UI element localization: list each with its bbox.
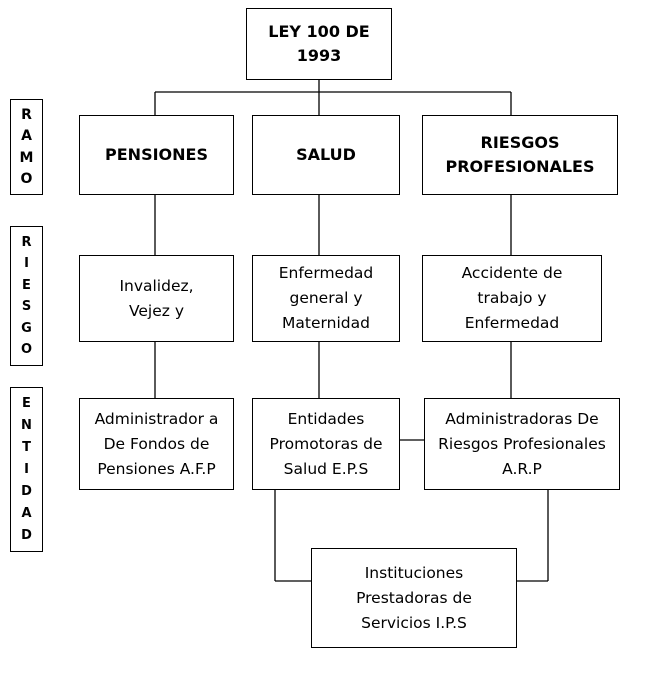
riesgo-letter: E <box>22 277 31 293</box>
entidad-letter: N <box>21 418 32 433</box>
entidad-afp-label: Administrador a De Fondos de Pensiones A… <box>94 409 219 478</box>
ramo-letter: A <box>21 128 32 145</box>
riesgo-riesgos-label: Accidente de trabajo y Enfermedad <box>461 264 563 332</box>
riesgo-letter: R <box>21 234 32 250</box>
riesgo-letter: I <box>24 256 29 272</box>
side-label-riesgo: R I E S G O <box>10 226 43 366</box>
ramo-letter: O <box>20 171 33 188</box>
entidad-eps: Entidades Promotoras de Salud E.P.S <box>252 398 400 490</box>
root-label: LEY 100 DE 1993 <box>268 22 370 65</box>
ramo-riesgos-label: RIESGOS PROFESIONALES <box>445 133 595 176</box>
riesgo-salud-label: Enfermedad general y Maternidad <box>278 264 374 332</box>
entidad-eps-label: Entidades Promotoras de Salud E.P.S <box>269 409 383 478</box>
entidad-letter: D <box>21 528 32 543</box>
entidad-letter: A <box>21 506 32 521</box>
ramo-salud-label: SALUD <box>296 145 356 164</box>
ips-label: Instituciones Prestadoras de Servicios I… <box>356 563 472 632</box>
side-label-ramo: R A M O <box>10 99 43 195</box>
ips-node: Instituciones Prestadoras de Servicios I… <box>311 548 517 648</box>
riesgo-letter: G <box>21 320 32 336</box>
ramo-letter: M <box>19 149 34 166</box>
entidad-arp-label: Administradoras De Riesgos Profesionales… <box>438 409 606 478</box>
entidad-letter: T <box>22 440 31 455</box>
ramo-pensiones: PENSIONES <box>79 115 234 195</box>
entidad-afp: Administrador a De Fondos de Pensiones A… <box>79 398 234 490</box>
entidad-letter: D <box>21 484 32 499</box>
ramo-riesgos: RIESGOS PROFESIONALES <box>422 115 618 195</box>
riesgo-pensiones-label: Invalidez, Vejez y <box>119 276 194 320</box>
riesgo-riesgos: Accidente de trabajo y Enfermedad <box>422 255 602 342</box>
riesgo-letter: S <box>21 299 32 315</box>
ramo-letter: R <box>21 106 32 123</box>
root-node: LEY 100 DE 1993 <box>246 8 392 80</box>
riesgo-salud: Enfermedad general y Maternidad <box>252 255 400 342</box>
entidad-letter: I <box>24 462 29 477</box>
riesgo-pensiones: Invalidez, Vejez y <box>79 255 234 342</box>
entidad-letter: E <box>22 396 31 411</box>
ramo-salud: SALUD <box>252 115 400 195</box>
riesgo-letter: O <box>20 342 33 358</box>
ramo-pensiones-label: PENSIONES <box>105 145 208 164</box>
side-label-entidad: E N T I D A D <box>10 387 43 552</box>
entidad-arp: Administradoras De Riesgos Profesionales… <box>424 398 620 490</box>
